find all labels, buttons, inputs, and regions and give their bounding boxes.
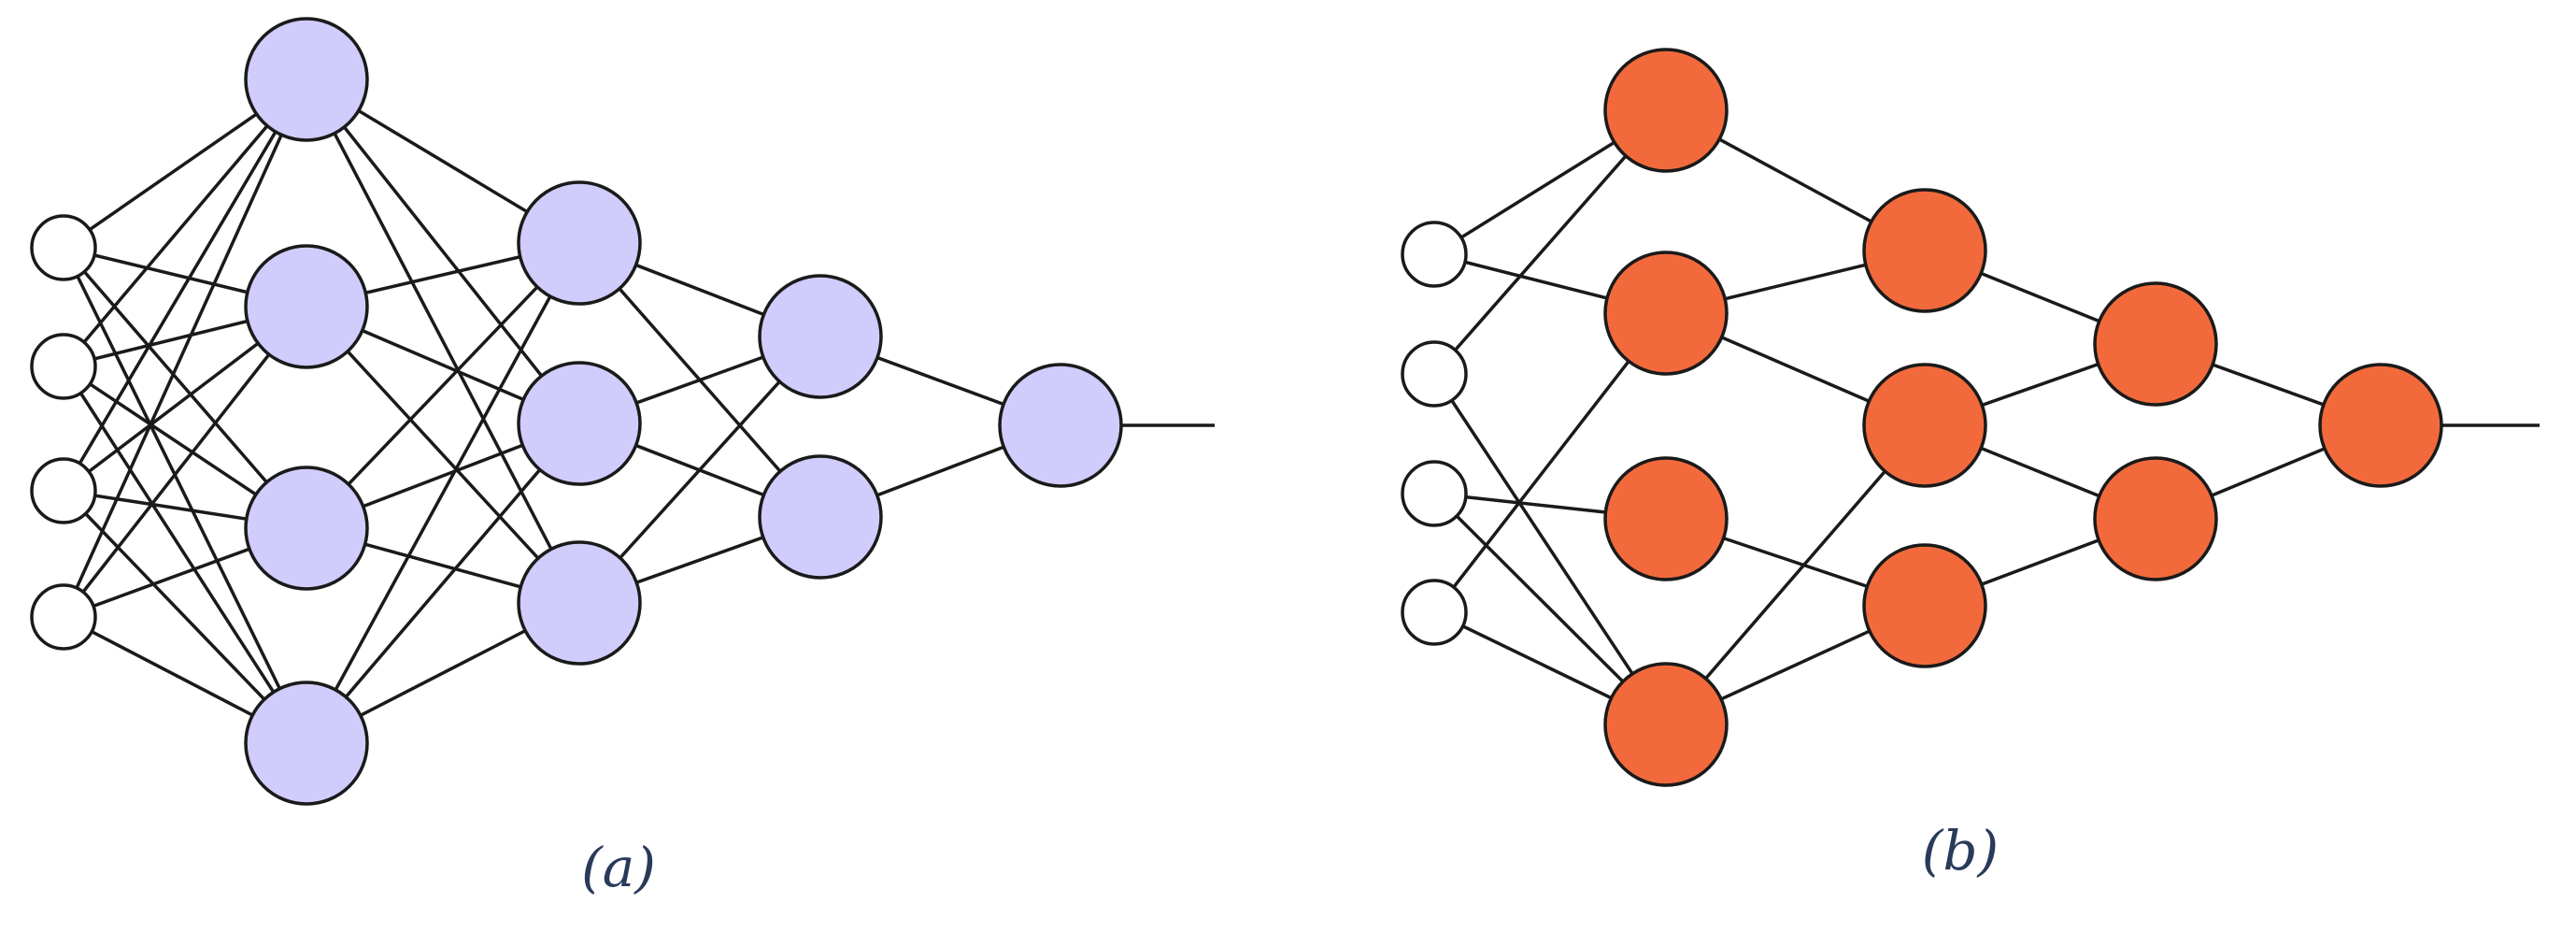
network-diagram-b [1401,48,2540,787]
network-diagram-a [30,17,1215,806]
net-b-edge-l1-3-1 [1664,423,1927,726]
net-a-input-node-0 [30,214,97,281]
net-b-input-node-3 [1401,579,1468,646]
net-b-node-l1-2 [1603,456,1729,581]
caption-a: (a) [581,836,656,899]
net-b-node-l3-1 [2093,456,2218,581]
net-a-edges [62,78,1215,745]
net-a-node-l4-0 [998,363,1123,488]
net-b-node-l4-0 [2318,363,2443,488]
net-a-edge-l0-3-0 [62,79,308,618]
net-b-node-l2-2 [1862,543,1987,668]
net-a-node-l2-1 [517,361,642,486]
net-a-edge-l1-1-2 [305,305,581,605]
net-a-edge-l1-3-0 [305,242,581,744]
net-a-edge-l1-0-2 [305,79,581,604]
net-b-nodes [1401,48,2443,787]
net-a-node-l1-0 [244,17,369,142]
net-a-edge-l1-3-1 [305,422,581,745]
net-b-node-l2-0 [1862,188,1987,313]
net-a-node-l2-2 [517,540,642,666]
net-a-edge-l0-2-0 [62,79,308,492]
net-a-edge-l0-0-3 [62,247,308,744]
net-a-node-l3-0 [758,274,883,399]
net-a-node-l2-0 [517,180,642,306]
net-a-edge-l0-1-3 [62,366,308,744]
net-a-input-node-2 [30,457,97,524]
net-a-nodes [30,17,1123,806]
net-b-input-node-1 [1401,340,1468,408]
net-a-input-node-3 [30,583,97,651]
net-a-node-l3-1 [758,454,883,580]
net-b-input-node-2 [1401,460,1468,527]
net-b-node-l3-0 [2093,281,2218,407]
net-b-edge-l0-1-3 [1432,373,1668,725]
net-a-edge-l1-2-0 [305,241,581,530]
net-b-input-node-0 [1401,221,1468,288]
net-a-edge-l0-3-1 [62,305,308,619]
net-a-edge-l0-1-0 [62,78,308,368]
net-a-input-node-1 [30,333,97,400]
net-b-node-l2-1 [1862,363,1987,488]
net-b-node-l1-0 [1603,48,1729,173]
net-a-node-l1-2 [244,466,369,591]
net-b-node-l1-1 [1603,251,1729,376]
net-b-edge-l0-3-1 [1432,311,1668,614]
net-a-node-l1-3 [244,681,369,806]
net-a-edge-l1-0-1 [305,78,581,425]
caption-b: (b) [1922,819,1999,882]
net-a-node-l1-1 [244,244,369,369]
net-b-node-l1-3 [1603,662,1729,787]
